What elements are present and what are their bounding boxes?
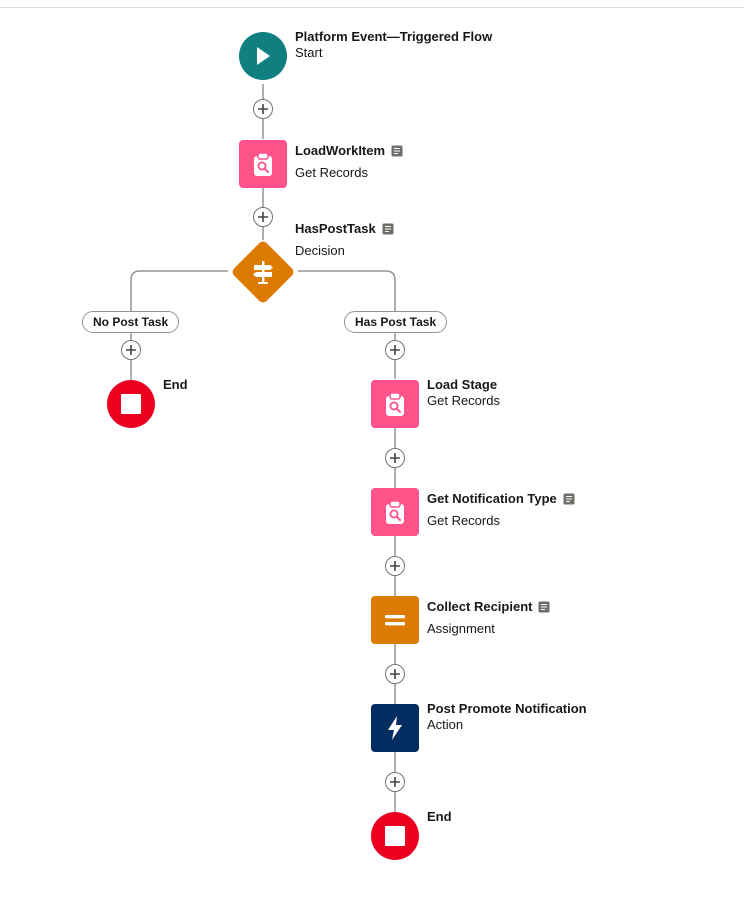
start-label: Platform Event—Triggered Flow Start — [295, 29, 492, 61]
start-subtitle: Start — [295, 45, 323, 60]
hasposttask-subtitle: Decision — [295, 243, 345, 258]
plus-icon — [390, 345, 400, 355]
final-end-label: End — [427, 809, 452, 825]
postpromotenotification-label: Post Promote Notification Action — [427, 701, 587, 733]
plus-icon — [390, 777, 400, 787]
branch-label-has-post-task[interactable]: Has Post Task — [344, 311, 448, 333]
left-end-label: End — [163, 377, 188, 393]
left-end-node[interactable] — [107, 380, 155, 428]
description-icon — [391, 145, 403, 157]
play-icon — [257, 47, 270, 65]
plus-icon — [390, 453, 400, 463]
branch-label-no-post-task[interactable]: No Post Task — [82, 311, 180, 333]
postpromotenotification-title: Post Promote Notification — [427, 701, 587, 716]
loadworkitem-node[interactable] — [239, 140, 287, 188]
description-icon — [538, 601, 550, 613]
connector-decision-to-left-branch — [130, 270, 228, 313]
getnotificationtype-title: Get Notification Type — [427, 491, 557, 506]
clipboard-search-icon — [254, 152, 272, 176]
plus-icon — [390, 561, 400, 571]
left-end-title: End — [163, 377, 188, 392]
final-end-title: End — [427, 809, 452, 824]
plus-icon — [390, 669, 400, 679]
collectrecipient-title: Collect Recipient — [427, 599, 533, 614]
loadworkitem-title: LoadWorkItem — [295, 143, 386, 158]
plus-icon — [258, 212, 268, 222]
start-node[interactable] — [239, 32, 287, 80]
loadstage-title: Load Stage — [427, 377, 498, 392]
equals-icon — [385, 615, 405, 626]
description-icon — [563, 493, 575, 505]
add-element-button[interactable] — [385, 448, 405, 468]
final-end-node[interactable] — [371, 812, 419, 860]
add-element-button[interactable] — [385, 556, 405, 576]
getnotificationtype-label: Get Notification Type Get Records — [427, 491, 575, 529]
clipboard-search-icon — [386, 392, 404, 416]
stop-icon — [121, 394, 141, 414]
postpromotenotification-node[interactable] — [371, 704, 419, 752]
getnotificationtype-subtitle: Get Records — [427, 513, 500, 528]
clipboard-search-icon — [386, 500, 404, 524]
description-icon — [382, 223, 394, 235]
hasposttask-node[interactable] — [230, 239, 296, 305]
add-element-button[interactable] — [121, 340, 141, 360]
add-element-button[interactable] — [385, 772, 405, 792]
add-element-button[interactable] — [385, 664, 405, 684]
add-element-button[interactable] — [385, 340, 405, 360]
signpost-icon — [253, 261, 273, 284]
stop-icon — [385, 826, 405, 846]
loadstage-node[interactable] — [371, 380, 419, 428]
getnotificationtype-node[interactable] — [371, 488, 419, 536]
hasposttask-label: HasPostTask Decision — [295, 221, 394, 259]
canvas-top-border — [0, 7, 744, 8]
start-title: Platform Event—Triggered Flow — [295, 29, 493, 44]
collectrecipient-node[interactable] — [371, 596, 419, 644]
postpromotenotification-subtitle: Action — [427, 717, 464, 732]
hasposttask-title: HasPostTask — [295, 221, 376, 236]
connector-decision-to-right-branch — [298, 270, 396, 311]
plus-icon — [126, 345, 136, 355]
loadworkitem-subtitle: Get Records — [295, 165, 368, 180]
collectrecipient-subtitle: Assignment — [427, 621, 495, 636]
collectrecipient-label: Collect Recipient Assignment — [427, 599, 550, 637]
loadstage-subtitle: Get Records — [427, 393, 500, 408]
plus-icon — [258, 104, 268, 114]
add-element-button[interactable] — [253, 207, 273, 227]
add-element-button[interactable] — [253, 99, 273, 119]
loadworkitem-label: LoadWorkItem Get Records — [295, 143, 403, 181]
lightning-icon — [388, 716, 402, 740]
loadstage-label: Load Stage Get Records — [427, 377, 500, 409]
